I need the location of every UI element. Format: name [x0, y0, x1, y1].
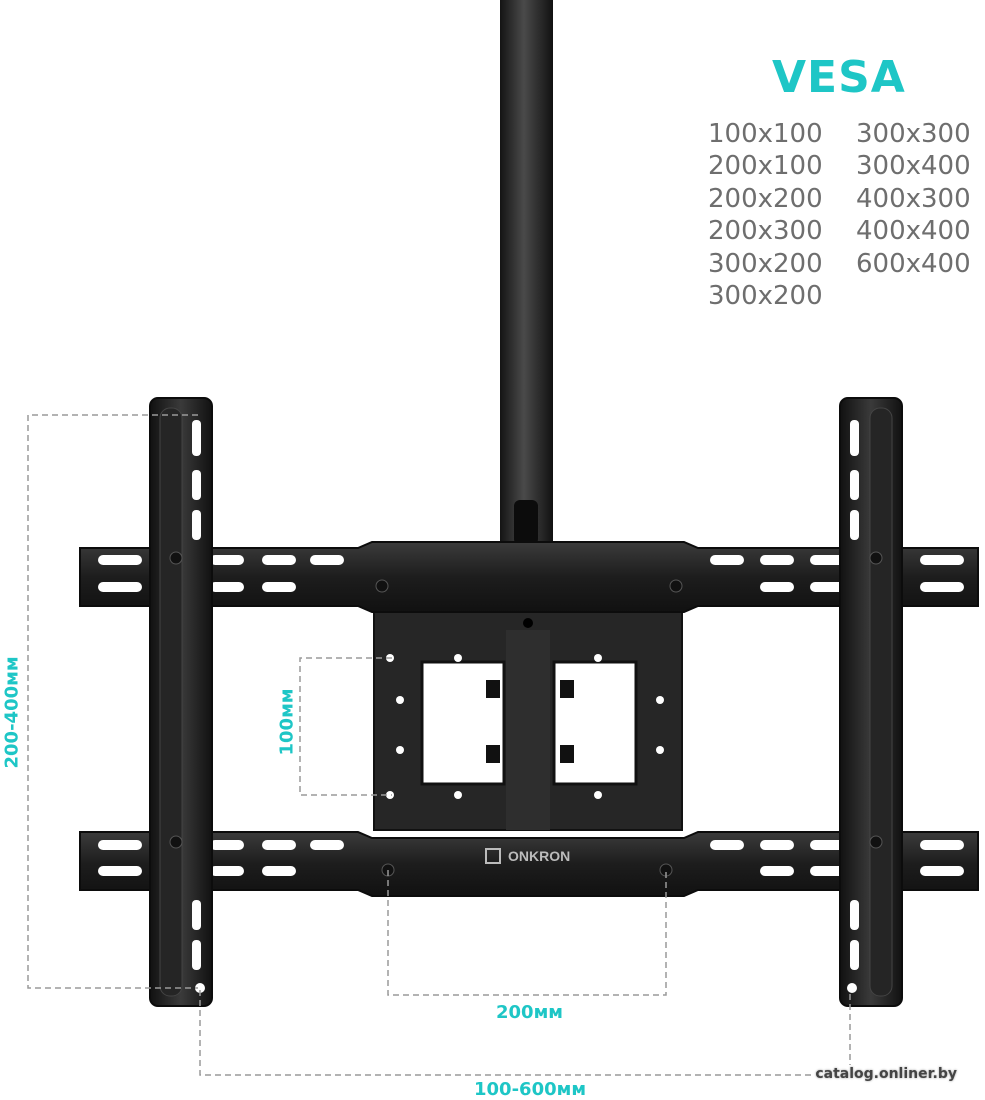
- vesa-size: 200x300: [708, 216, 823, 247]
- brand-logo: ONKRON: [508, 848, 570, 864]
- top-rail: [79, 541, 979, 613]
- vesa-size-list: 100x100 300x300 200x100 300x400 200x200 …: [708, 118, 985, 312]
- vesa-size: 200x100: [708, 151, 823, 182]
- ceiling-pole: [500, 0, 553, 545]
- plate-hole: [523, 618, 533, 628]
- dimension-lines: [27, 414, 851, 1076]
- plate-width-label: 200мм: [496, 1002, 563, 1023]
- plate-height-label: 100мм: [276, 688, 298, 756]
- vesa-size: 600x400: [856, 248, 971, 279]
- vesa-size: 300x300: [856, 119, 971, 149]
- vesa-size: 100x100: [708, 119, 823, 149]
- vesa-size: 300x200: [708, 248, 823, 279]
- plate-spine: [506, 630, 550, 830]
- width-range-label: 100-600мм: [474, 1079, 587, 1100]
- vesa-title: VESA: [772, 52, 906, 103]
- top-rail-slots: [98, 555, 964, 592]
- vesa-size: 300x200: [708, 281, 823, 312]
- bottom-rail-slots: [98, 840, 964, 876]
- vesa-size: 400x400: [856, 216, 971, 247]
- vesa-size: 300x400: [856, 151, 971, 182]
- watermark: catalog.onliner.by: [811, 1065, 961, 1083]
- bottom-rail: [79, 831, 979, 897]
- height-range-label: 200-400мм: [1, 656, 23, 769]
- vesa-size: 200x200: [708, 183, 823, 214]
- pole-slot: [514, 500, 538, 545]
- vesa-size: 400x300: [856, 183, 971, 214]
